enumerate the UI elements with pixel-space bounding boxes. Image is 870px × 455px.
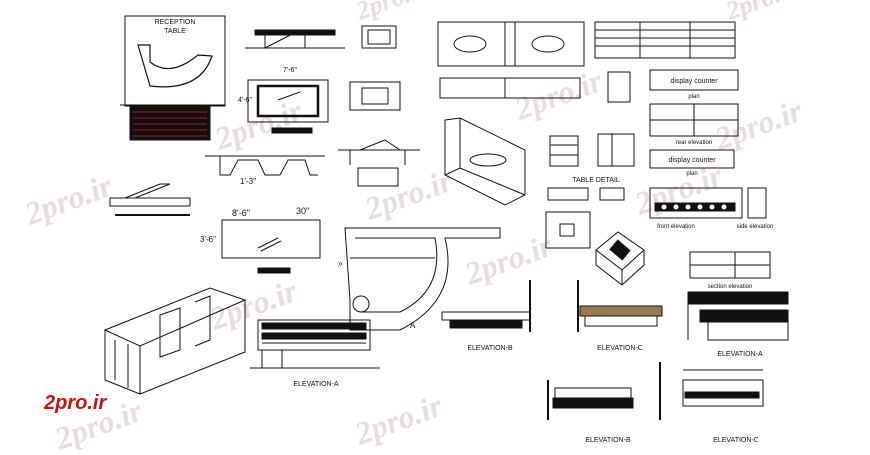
watermark-11: 2pro.ir (351, 0, 431, 26)
watermark-5: 2pro.ir (709, 92, 807, 157)
plan-label-mid: plan (686, 171, 697, 177)
side-elevation-label: side elevation (737, 224, 774, 230)
dim-1: 7'-6" (283, 67, 297, 74)
rear-elevation-label: rear elevation (676, 140, 712, 146)
section-marker-bottom: A (410, 321, 416, 330)
elevation-c-mid-label: ELEVATION-C (597, 345, 643, 352)
watermark-9: 2pro.ir (349, 387, 447, 450)
grid-elevation (594, 21, 736, 103)
table-detail-label: TABLE DETAIL (572, 177, 620, 184)
reception-desk-curved-plan: » A (338, 227, 501, 331)
table-section-top (245, 29, 345, 49)
dim-7: 3'-6" (200, 235, 216, 244)
counter-label-top: display counter (670, 78, 718, 85)
front-elevation-label: front elevation (657, 224, 695, 230)
isometric-counter-top (444, 117, 526, 206)
elevation-c-bottom-label: ELEVATION-C (713, 437, 759, 444)
table-profile-left: 1'-3" (109, 155, 325, 216)
watermark-4: 2pro.ir (509, 62, 607, 127)
watermark-3: 2pro.ir (359, 162, 457, 227)
panel-elevation-ovals (437, 21, 585, 99)
section-marker-top: » (338, 259, 343, 268)
watermark-8: 2pro.ir (629, 157, 727, 222)
table-detail: TABLE DETAIL (545, 133, 635, 249)
front-side-elevation: front elevation side elevation (649, 187, 774, 230)
elevation-c-bottom: ELEVATION-C (659, 362, 764, 444)
counter-plan-glass: 7'-6" 4'-6" (238, 67, 329, 134)
watermark-6: 2pro.ir (459, 227, 557, 292)
dim-2: 4'-6" (238, 97, 252, 104)
plan-label-top: plan (688, 94, 699, 100)
elevation-b-bottom-label: ELEVATION-B (585, 437, 631, 444)
elevation-c-mid: ELEVATION-C (577, 280, 663, 352)
elevation-b-mid: ELEVATION-B (441, 280, 531, 352)
reception-table-sheet: RECEPTION TABLE (120, 15, 226, 141)
counter-label-mid: display counter (668, 157, 716, 164)
sheet-title-line-1: RECEPTION (155, 19, 196, 26)
display-counter-top: display counter plan rear elevation disp… (649, 69, 739, 177)
dim-5: 8'-6" (232, 208, 250, 218)
isometric-desk (103, 287, 247, 395)
elevation-b-bottom: ELEVATION-B (547, 380, 634, 444)
elevation-a-right-label: ELEVATION-A (717, 351, 763, 358)
watermark-1: 2pro.ir (19, 167, 117, 232)
dim-4: 1'-3" (240, 177, 256, 186)
isometric-box (595, 231, 645, 286)
section-elevation-label: section elevation (708, 284, 753, 290)
sheet-title-line-2: TABLE (164, 28, 186, 35)
brand-logo: 2pro.ir (44, 392, 107, 414)
small-box-elevations (338, 25, 420, 187)
section-elevation: section elevation (689, 251, 771, 290)
dim-6: 30" (296, 206, 309, 216)
elevation-a-right: ELEVATION-A (687, 291, 789, 358)
counter-plan-long: 8'-6" 30" 3'-6" (200, 206, 321, 274)
elevation-a-left: ELEVATION-A (250, 319, 380, 388)
elevation-a-left-label: ELEVATION-A (293, 381, 339, 388)
elevation-b-mid-label: ELEVATION-B (467, 345, 513, 352)
